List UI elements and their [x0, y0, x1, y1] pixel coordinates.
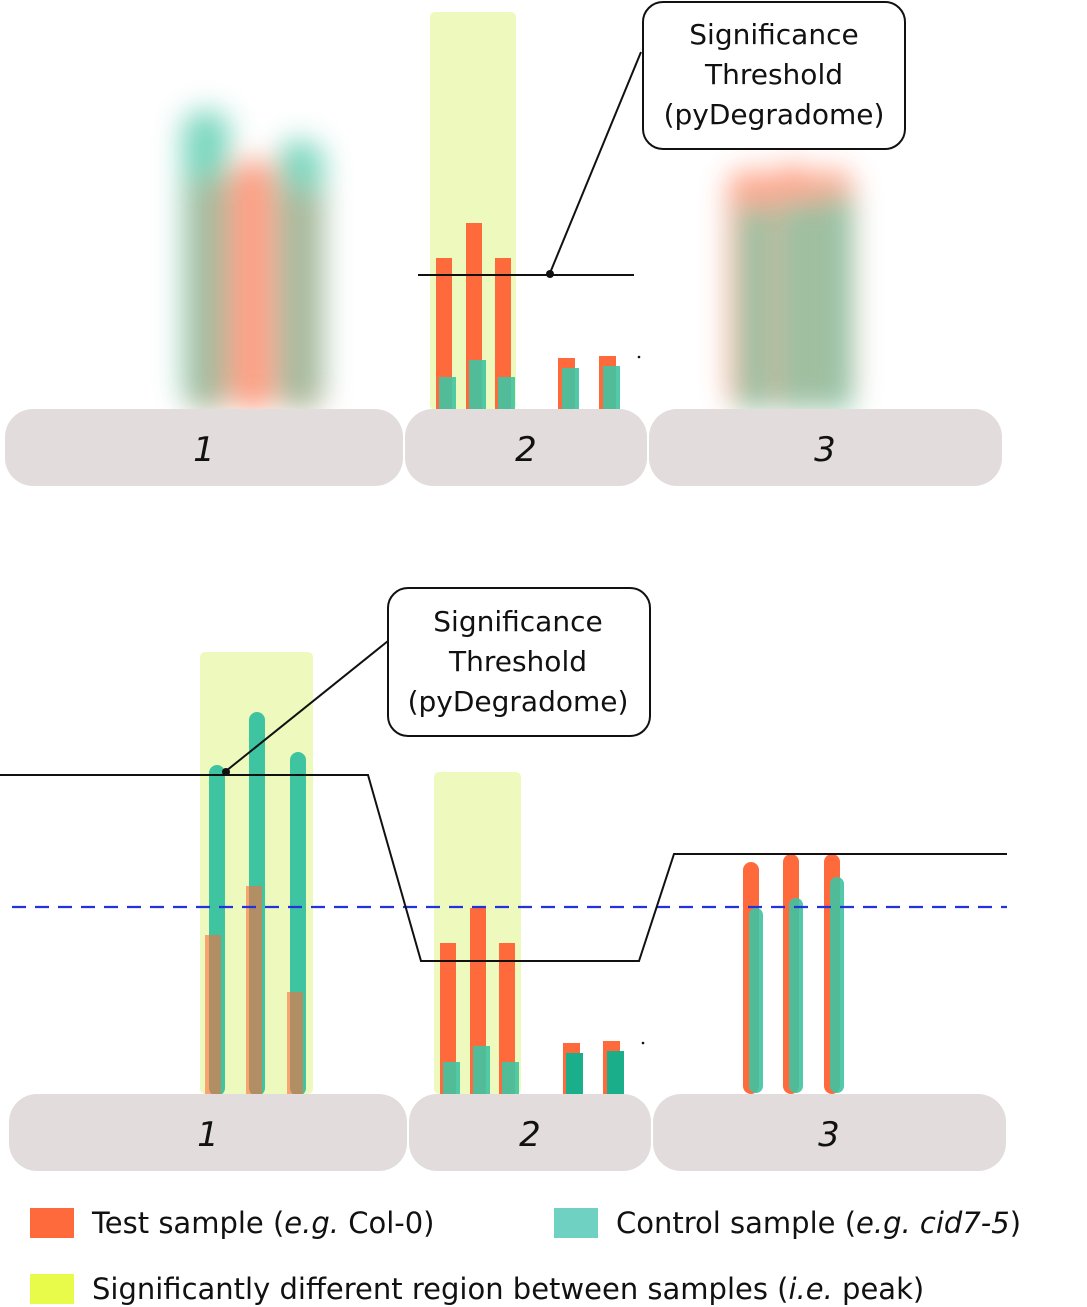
bottom-callout-line-2: Threshold — [448, 645, 587, 678]
bottom-segment-2-label: 2 — [519, 1115, 541, 1155]
bottom-r1-test-bar-3 — [287, 992, 303, 1094]
bottom-segment-2 — [409, 1094, 651, 1171]
top-callout-line-1: Significance — [689, 18, 858, 51]
top-panel: 1 2 3 Significance Threshold (pyDegradom… — [5, 1, 1002, 486]
top-callout-line-2: Threshold — [704, 58, 843, 91]
legend-control-swatch — [554, 1208, 598, 1238]
top-r3-control-bar-2 — [780, 200, 814, 410]
top-r2-control-bar-1 — [439, 377, 456, 410]
bottom-panel: 1 2 3 Significance Threshold (pyDegradom… — [0, 587, 1007, 1171]
bottom-r2-test-bar-1 — [440, 943, 456, 1094]
bottom-r2-control-bar-1 — [443, 1062, 460, 1094]
top-r1-test-under-1 — [190, 180, 230, 410]
top-r2-control-bar-5 — [603, 366, 620, 410]
top-region-1-blurred-bars — [182, 110, 324, 410]
bottom-dot-1 — [641, 1041, 645, 1045]
bottom-r2-control-bar-5 — [607, 1051, 624, 1094]
bottom-segment-3 — [653, 1094, 1006, 1171]
bottom-r2-test-bar-3 — [499, 943, 515, 1094]
bottom-segment-1 — [9, 1094, 407, 1171]
bottom-callout-leader — [225, 640, 389, 772]
top-segment-2 — [405, 409, 647, 486]
top-r1-test-under-2 — [282, 190, 322, 410]
bottom-r2-control-bar-2 — [473, 1046, 490, 1094]
legend-test-swatch — [30, 1208, 74, 1238]
bottom-r2-control-bar-4 — [566, 1053, 583, 1094]
bottom-callout-line-3: (pyDegradome) — [408, 685, 629, 718]
legend-control: Control sample (e.g. cid7-5) — [554, 1206, 1021, 1240]
legend-peak-label: Significantly different region between s… — [92, 1272, 925, 1306]
legend-peak: Significantly different region between s… — [30, 1272, 924, 1306]
bottom-segment-1-label: 1 — [197, 1115, 219, 1155]
top-threshold-dot — [546, 270, 554, 278]
bottom-segment-3-label: 3 — [818, 1115, 840, 1155]
legend-test-label: Test sample (e.g. Col-0) — [92, 1206, 435, 1240]
top-r1-test-bar-1 — [230, 160, 278, 410]
legend-test: Test sample (e.g. Col-0) — [30, 1206, 434, 1240]
top-callout-leader — [549, 51, 642, 274]
bottom-r1-test-bar-2 — [246, 886, 262, 1094]
top-dot-1 — [637, 355, 641, 359]
top-callout-line-3: (pyDegradome) — [664, 98, 885, 131]
bottom-callout-line-1: Significance — [433, 605, 602, 638]
top-segment-1 — [5, 409, 403, 486]
bottom-threshold-line — [0, 774, 1007, 962]
bottom-r1-test-bar-1 — [205, 935, 221, 1094]
top-r3-control-bar-3 — [818, 195, 852, 410]
top-segment-3 — [649, 409, 1002, 486]
top-callout-box — [642, 1, 906, 150]
legend-control-label: Control sample (e.g. cid7-5) — [616, 1206, 1022, 1240]
top-region-3-blurred-bars — [728, 165, 854, 410]
top-segment-3-label: 3 — [814, 430, 836, 470]
bottom-callout-box — [387, 587, 651, 737]
top-r2-test-bar-1 — [436, 258, 452, 410]
top-r2-control-bar-3 — [498, 377, 515, 410]
top-r3-control-bar-1 — [738, 205, 772, 410]
bottom-threshold-dot — [222, 768, 230, 776]
bottom-r2-control-bar-3 — [502, 1062, 519, 1094]
top-r2-test-bar-3 — [495, 258, 511, 410]
top-r2-control-bar-4 — [562, 368, 579, 410]
top-segment-2-label: 2 — [515, 430, 537, 470]
top-segment-1-label: 1 — [193, 430, 215, 470]
top-r2-control-bar-2 — [469, 360, 486, 410]
legend-peak-swatch — [30, 1274, 74, 1304]
